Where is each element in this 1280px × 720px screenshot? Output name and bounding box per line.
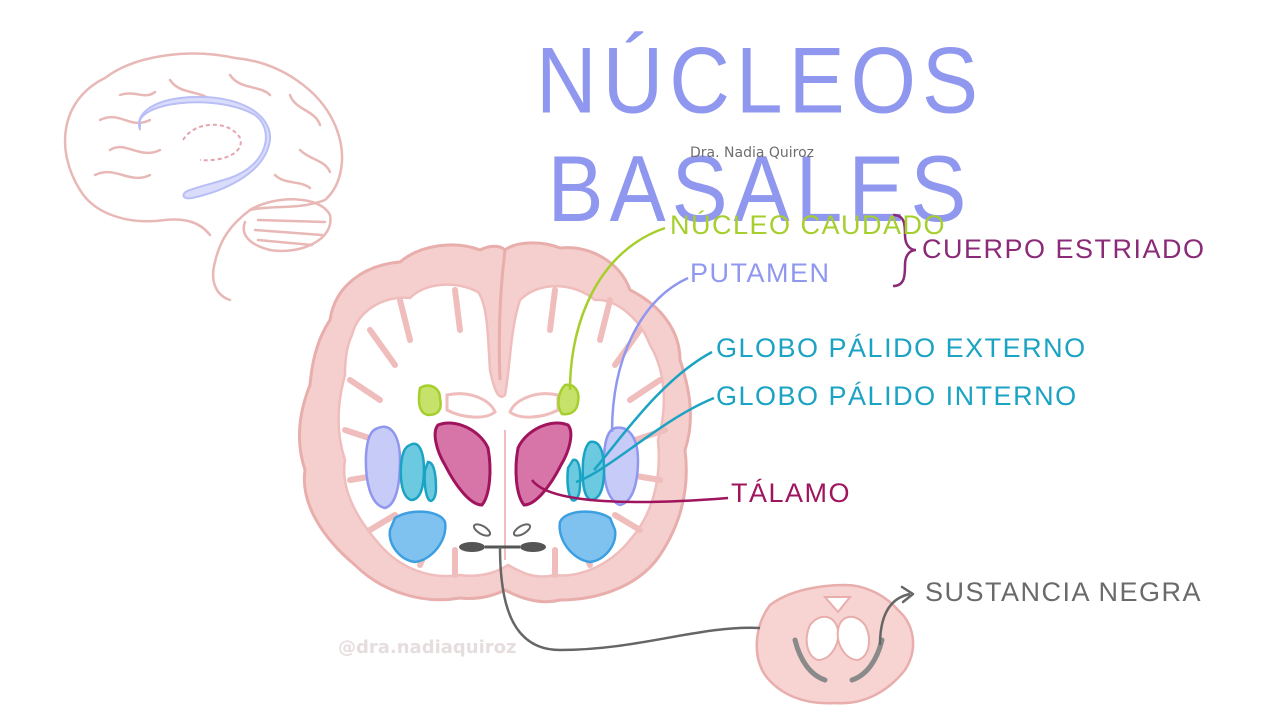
- putamen-left: [366, 427, 400, 508]
- caudate-left: [419, 386, 441, 415]
- label-talamo: TÁLAMO: [731, 478, 851, 509]
- label-sustancia-negra: SUSTANCIA NEGRA: [925, 577, 1202, 608]
- midbrain-slice: [757, 585, 913, 703]
- label-globo-palido-interno: GLOBO PÁLIDO INTERNO: [716, 381, 1078, 412]
- label-globo-palido-externo: GLOBO PÁLIDO EXTERNO: [716, 333, 1087, 364]
- sagittal-brain-sketch: [65, 54, 342, 300]
- globus-pallidus-interno-left: [425, 462, 436, 501]
- globus-pallidus-externo-right: [583, 442, 604, 500]
- label-nucleo-caudado: NÚCLEO CAUDADO: [670, 210, 946, 241]
- watermark: @dra.nadiaquiroz: [338, 637, 517, 658]
- caudate-right: [558, 385, 578, 414]
- putamen-right: [604, 428, 638, 505]
- label-cuerpo-estriado: CUERPO ESTRIADO: [922, 234, 1206, 265]
- label-putamen: PUTAMEN: [690, 258, 831, 289]
- sagittal-caudate-highlight: [139, 97, 270, 199]
- globus-pallidus-externo-left: [401, 444, 424, 500]
